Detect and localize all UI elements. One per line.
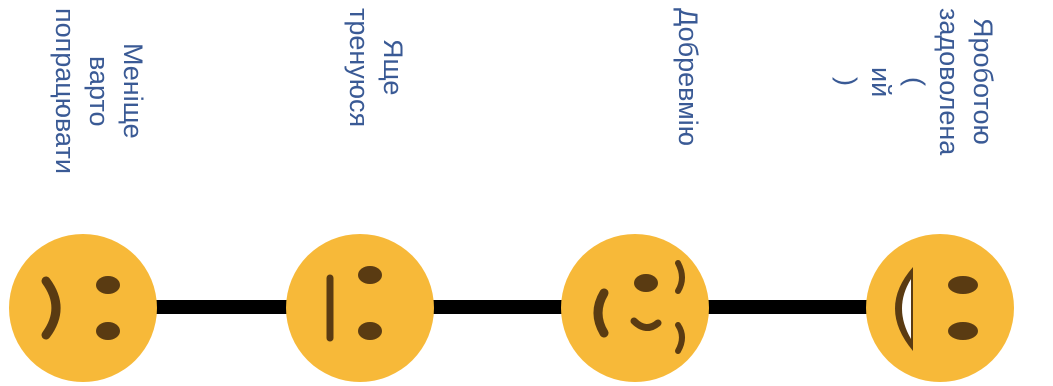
label-happy: Яроботою задоволена ( ий ) xyxy=(832,8,998,156)
scale-connector-line xyxy=(80,300,940,314)
neutral-face-icon xyxy=(285,233,435,383)
sad-face-icon xyxy=(8,233,158,383)
label-smile: Добревмію xyxy=(673,8,703,146)
laughing-face-icon xyxy=(865,233,1015,383)
wink-smile-face-icon xyxy=(560,233,710,383)
label-neutral: Яще тренуюся xyxy=(344,8,408,128)
label-sad: Меніще варто попрацювати xyxy=(50,8,148,174)
